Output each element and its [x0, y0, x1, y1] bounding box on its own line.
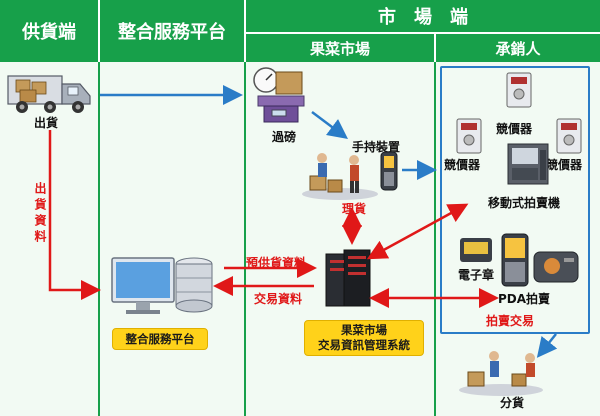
weighing-label: 過磅 [272, 130, 297, 144]
platform-box-text: 整合服務平台 [125, 331, 195, 346]
auction-trade-label: 拍賣交易 [486, 314, 535, 328]
computer-server-icon [111, 257, 213, 314]
system-box-line1: 果菜市場 [341, 323, 387, 337]
mobile-auction-machine-icon [507, 143, 549, 185]
mobile-auction-label: 移動式拍賣機 [488, 196, 561, 210]
platform-column [100, 62, 246, 416]
handheld-device-icon [380, 151, 398, 191]
separator-line [98, 62, 100, 416]
platform-label-box: 整合服務平台 [112, 328, 208, 350]
header-buyer: 承銷人 [436, 34, 600, 62]
arrow-scale-to-handheld [311, 111, 348, 139]
truck-icon [7, 75, 91, 113]
e-seal-label: 電子章 [458, 268, 495, 282]
bidder-label-right: 競價器 [546, 158, 583, 172]
transaction-data-label: 交易資料 [254, 292, 303, 306]
shipping-label: 出貨 [34, 116, 59, 130]
system-label-box: 果菜市場 交易資訊管理系統 [304, 320, 424, 356]
distribution-label: 分貨 [500, 396, 525, 410]
printer-icon [533, 251, 579, 283]
header-fruit-vegetable-market: 果菜市場 [246, 34, 434, 62]
pre-supply-data-label: 預供貨資料 [246, 256, 307, 270]
bidder-label-left: 競價器 [444, 158, 481, 172]
arrow-frame-to-distribution [536, 333, 558, 358]
header-platform: 整合服務平台 [100, 0, 244, 62]
bidder-device-icon [506, 72, 532, 108]
system-box-line2: 交易資訊管理系統 [318, 338, 410, 352]
header-supplier: 供貨端 [0, 0, 98, 62]
weighing-scale-icon [253, 67, 305, 123]
distribution-workers-icon [459, 351, 543, 396]
header-market: 市 場 端 [246, 0, 600, 32]
pda-auction-label: PDA拍賣 [498, 292, 551, 306]
handheld-label: 手持裝置 [352, 140, 401, 154]
sorting-workers-icon [302, 153, 378, 200]
supply-data-label: 出貨資料 [33, 182, 47, 246]
pda-device-icon [501, 233, 529, 287]
bidder-device-icon [456, 118, 482, 154]
arrow-supply-data [48, 130, 101, 300]
arrow-server-mobile-auction [366, 203, 469, 260]
bidder-device-icon [556, 118, 582, 154]
separator-line [244, 62, 246, 416]
blue-flow-arrows [100, 85, 558, 358]
red-flow-arrows [48, 130, 499, 308]
bidder-label-top: 競價器 [496, 122, 533, 136]
buyer-auction-frame [440, 66, 590, 334]
market-server-icon [325, 249, 371, 307]
